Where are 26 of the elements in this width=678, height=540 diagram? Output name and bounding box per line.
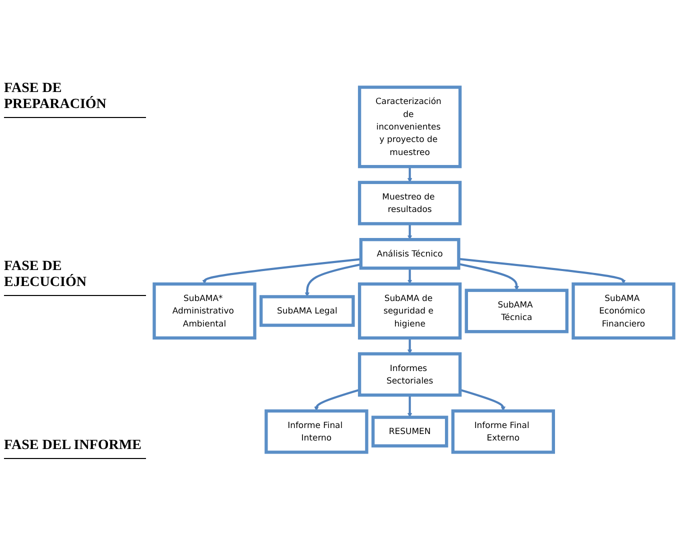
node-box: Informe Final Externo	[451, 410, 555, 454]
phase-heading: FASE DE PREPARACIÓN	[4, 80, 146, 118]
arrow	[407, 268, 412, 284]
arrow	[460, 389, 506, 412]
arrow	[407, 166, 412, 183]
node-box: SubAMA Técnica	[464, 289, 568, 334]
node-box: RESUMEN	[371, 416, 448, 448]
arrow	[458, 263, 519, 291]
arrow	[407, 338, 412, 354]
node-box: SubAMA de seguridad e higiene	[358, 282, 462, 340]
phase-heading: FASE DE EJECUCIÓN	[4, 259, 146, 296]
node-box: Análisis Técnico	[359, 238, 460, 270]
node-box: Caracterización de inconvenientes y proyecto de muestreo	[358, 86, 462, 168]
arrow	[304, 264, 362, 298]
node-box: Informe Final Interno	[264, 410, 368, 454]
node-box: SubAMA Legal	[260, 295, 355, 328]
node-box: Informes Sectoriales	[358, 352, 462, 397]
node-box: Muestreo de resultados	[358, 181, 462, 226]
node-box: SubAMA Económico Financiero	[572, 282, 676, 340]
arrow	[314, 389, 360, 412]
arrow	[202, 258, 362, 284]
arrow	[407, 224, 412, 240]
node-box: SubAMA* Administrativo Ambiental	[152, 282, 256, 340]
phase-heading: FASE DEL INFORME	[4, 438, 146, 460]
arrow	[458, 258, 626, 284]
arrow	[407, 395, 412, 418]
